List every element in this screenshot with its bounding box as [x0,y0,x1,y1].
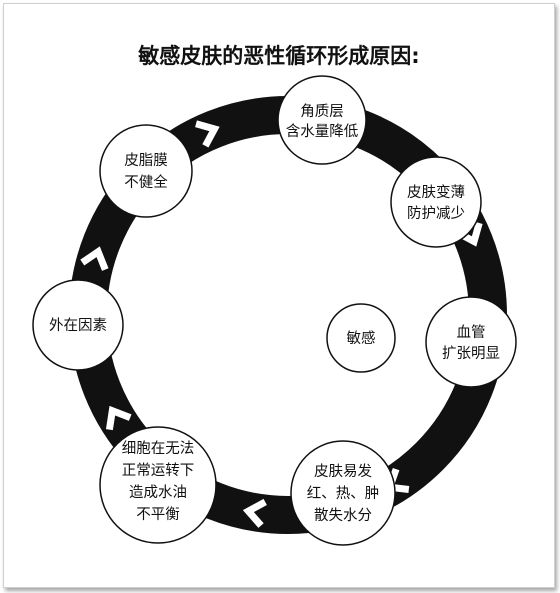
node-oil-line-1: 细胞在无法 [122,440,195,457]
center-node: 敏感 [326,303,396,373]
cycle-nodes: 角质层 含水量降低 皮肤变薄 防护减少 血管 扩张明显 皮肤易发 红、热、肿 散… [32,75,517,546]
node-oil-line-4: 不平衡 [136,506,180,523]
chevron-arrow-icon [242,498,267,528]
node-oil-line-2: 正常运转下 [122,462,195,479]
node-redness-line-3: 散失水分 [314,507,372,524]
node-thin-line-1: 皮肤变薄 [407,184,465,201]
node-thin-line-2: 防护减少 [407,205,465,222]
node-vessel: 血管 扩张明显 [425,296,517,388]
node-redness: 皮肤易发 红、热、肿 散失水分 [290,440,396,546]
node-stratum: 角质层 含水量降低 [277,75,367,165]
node-sebum-line-2: 不健全 [124,173,168,191]
node-vessel-line-1: 血管 [457,324,486,341]
node-vessel-line-2: 扩张明显 [442,345,500,362]
chevron-arrow-icon [195,120,220,148]
node-oil: 细胞在无法 正常运转下 造成水油 不平衡 [99,426,217,544]
node-external-line-1: 外在因素 [49,317,107,334]
node-stratum-line-2: 含水量降低 [286,123,359,140]
node-sebum-line-1: 皮脂膜 [124,152,168,169]
diagram-title: 敏感皮肤的恶性循环形成原因: [137,44,419,68]
node-sebum: 皮脂膜 不健全 [99,124,193,218]
node-stratum-line-1: 角质层 [300,103,344,120]
node-thin: 皮肤变薄 防护减少 [390,156,482,248]
node-external: 外在因素 [32,279,124,371]
chevron-arrow-icon [80,246,109,271]
node-oil-line-3: 造成水油 [129,484,187,501]
chevron-arrow-icon [105,405,132,431]
node-redness-line-2: 红、热、肿 [307,485,380,502]
node-redness-line-1: 皮肤易发 [314,463,372,480]
center-label: 敏感 [347,330,376,347]
